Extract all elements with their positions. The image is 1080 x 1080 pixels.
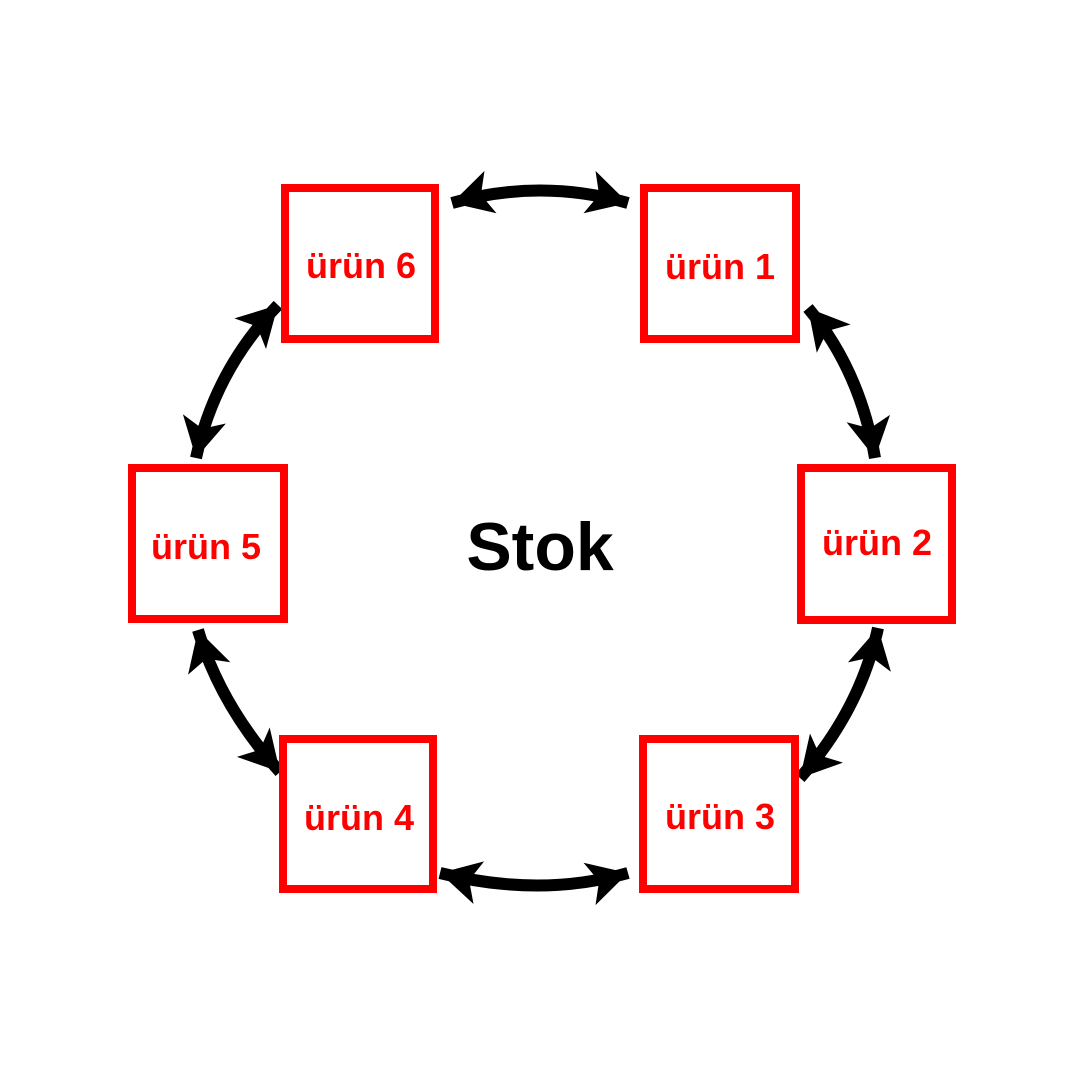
node-box [639, 735, 799, 893]
arrowhead-end [188, 630, 231, 675]
arrow-urun-3-urun-4 [438, 861, 630, 906]
connector-arrows [182, 170, 891, 906]
node-box [128, 464, 288, 623]
arrow-urun-5-urun-6 [182, 300, 283, 460]
node-label-urun-6: ürün 6 [306, 245, 416, 286]
arrow-urun-6-urun-1 [450, 170, 630, 214]
arrow-urun-4-urun-5 [188, 628, 285, 777]
arrow-urun-1-urun-2 [803, 304, 890, 460]
node-urun-6: ürün 6 [281, 184, 439, 343]
node-label-urun-1: ürün 1 [665, 246, 775, 287]
arrowhead-start [583, 862, 628, 906]
node-label-urun-4: ürün 4 [304, 797, 414, 838]
node-label-urun-3: ürün 3 [665, 796, 775, 837]
node-box [797, 464, 956, 624]
arrowhead-start [182, 414, 226, 458]
node-box [279, 735, 437, 893]
node-label-urun-5: ürün 5 [151, 526, 261, 567]
node-urun-5: ürün 5 [128, 464, 288, 623]
arrowhead-start [236, 727, 280, 772]
node-box [281, 184, 439, 343]
arrowhead-end [800, 733, 843, 778]
node-urun-4: ürün 4 [279, 735, 437, 893]
product-boxes: ürün 1 ürün 2 ürün 3 ürün 4 ürün 5 ürün … [128, 184, 956, 893]
arrowhead-end [583, 170, 628, 214]
arrowhead-start [452, 170, 497, 214]
node-box [640, 184, 800, 343]
node-urun-1: ürün 1 [640, 184, 800, 343]
arrowhead-start [847, 628, 891, 672]
arrowhead-end [846, 414, 890, 458]
arrowhead-end [234, 305, 278, 349]
arrowhead-end [440, 861, 485, 904]
node-urun-3: ürün 3 [639, 735, 799, 893]
node-urun-2: ürün 2 [797, 464, 956, 624]
arrowhead-start [808, 308, 851, 353]
arrow-urun-2-urun-3 [795, 626, 891, 782]
center-label: Stok [466, 509, 614, 585]
node-label-urun-2: ürün 2 [822, 522, 932, 563]
